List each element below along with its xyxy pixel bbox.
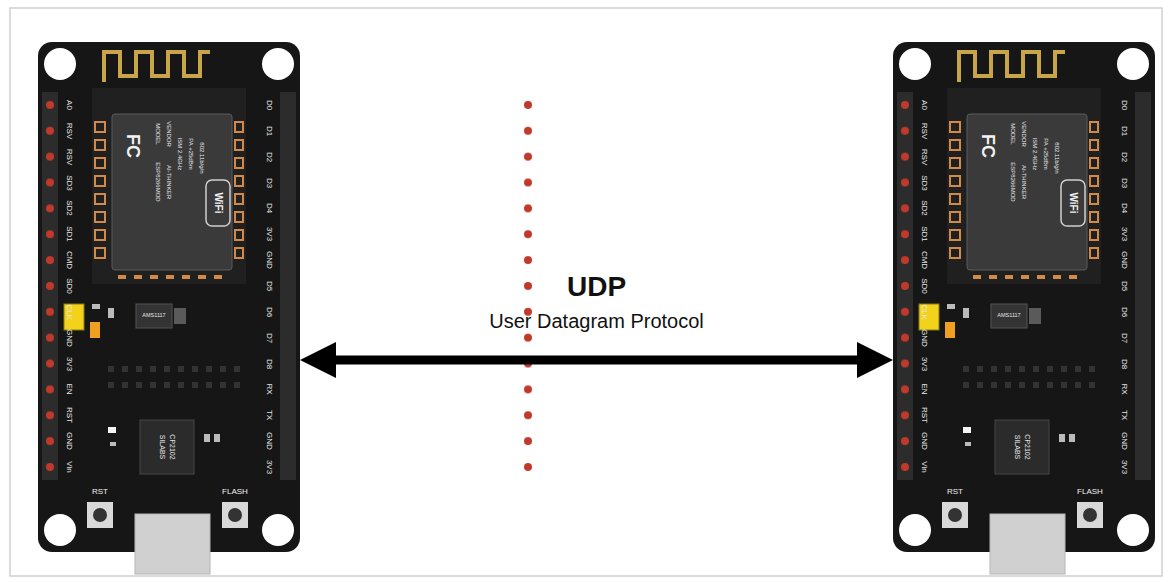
pin-label: SD0 — [65, 278, 73, 294]
pin-label: RX — [1120, 384, 1128, 395]
pin-label: GND — [265, 432, 273, 450]
pin-label: 3V3 — [265, 227, 273, 241]
pin-label: SD0 — [920, 278, 928, 294]
pin-label: SD3 — [65, 175, 73, 191]
pin-label: GND — [920, 432, 928, 450]
pin-label: RST — [65, 407, 73, 423]
pin-label: GND — [1120, 251, 1128, 269]
board-marking: AMS1117 — [142, 313, 165, 319]
board-marking: FLASH — [1077, 488, 1103, 496]
pin-label: SD2 — [65, 201, 73, 217]
pin-label: D3 — [265, 177, 273, 187]
pin-label: CMD — [920, 251, 928, 269]
nodemcu-board: A0RSVRSVSD3SD2SD1CMDSD0CLKGND3V3ENRSTGND… — [38, 42, 300, 552]
pin-label: D4 — [1120, 203, 1128, 213]
pin-label: RX — [265, 384, 273, 395]
board-marking: MODEL — [1010, 123, 1016, 144]
pin-label: GND — [65, 329, 73, 347]
board-marking: ISM 2.4GHz — [1032, 138, 1038, 171]
board-marking: SILABS — [1014, 435, 1021, 460]
board-marking: CP2102 — [169, 434, 176, 459]
pin-label: D3 — [1120, 177, 1128, 187]
pin-label: CLK — [920, 304, 928, 320]
board-marking: VENDOR — [1021, 121, 1027, 147]
pin-label: TX — [265, 410, 273, 420]
pin-label: SD1 — [65, 227, 73, 243]
board-marking: MODEL — [155, 123, 161, 144]
pin-label: GND — [920, 329, 928, 347]
pin-label: D4 — [265, 203, 273, 213]
pin-label: GND — [1120, 432, 1128, 450]
pin-label: A0 — [65, 100, 73, 110]
pin-label: RST — [920, 407, 928, 423]
board-marking: PA +25dBm — [1043, 138, 1049, 169]
board-marking: FC — [979, 134, 997, 158]
nodemcu-board: A0RSVRSVSD3SD2SD1CMDSD0CLKGND3V3ENRSTGND… — [893, 42, 1155, 552]
board-marking: WiFi — [1068, 192, 1078, 213]
pin-label: D1 — [265, 126, 273, 136]
pin-label: D8 — [265, 358, 273, 368]
pin-label: D0 — [1120, 100, 1128, 110]
pin-label: RSV — [65, 123, 73, 139]
board-marking: ISM 2.4GHz — [177, 138, 183, 171]
pin-label: 3V3 — [1120, 227, 1128, 241]
board-marking: CP2102 — [1024, 434, 1031, 459]
pin-label: 3V3 — [1120, 460, 1128, 474]
board-marking: FC — [124, 134, 142, 158]
pin-label: SD1 — [920, 227, 928, 243]
pin-label: 3V3 — [65, 356, 73, 370]
board-marking: AI-THINKER — [1021, 165, 1027, 199]
pin-label: D5 — [265, 281, 273, 291]
board-marking: ESP8266MOD — [155, 162, 161, 201]
pin-label: D8 — [1120, 358, 1128, 368]
nodemcu-board — [38, 42, 534, 574]
pin-label: GND — [65, 432, 73, 450]
pin-label: D7 — [1120, 333, 1128, 343]
pin-label: RSV — [65, 148, 73, 164]
pin-label: D6 — [1120, 307, 1128, 317]
board-marking: RST — [947, 488, 963, 496]
board-marking: AI-THINKER — [166, 165, 172, 199]
board-marking: PA +25dBm — [188, 138, 194, 169]
board-marking: 802.11b/g/n — [1054, 142, 1060, 173]
pin-label: D1 — [1120, 126, 1128, 136]
pin-label: Vin — [920, 461, 928, 472]
board-marking: AMS1117 — [997, 313, 1020, 319]
pin-label: D7 — [265, 333, 273, 343]
pin-label: D2 — [1120, 152, 1128, 162]
board-marking: 802.11b/g/n — [199, 142, 205, 173]
pin-label: D5 — [1120, 281, 1128, 291]
pin-label: GND — [265, 251, 273, 269]
board-marking: VENDOR — [166, 121, 172, 147]
board-marking: ESP8266MOD — [1010, 162, 1016, 201]
board-marking: RST — [92, 488, 108, 496]
pin-label: RSV — [920, 148, 928, 164]
nodemcu-board — [893, 42, 1172, 574]
pin-label: EN — [65, 384, 73, 395]
pin-label: EN — [920, 384, 928, 395]
pin-label: A0 — [920, 100, 928, 110]
udp-arrow — [300, 356, 893, 365]
pin-label: CLK — [65, 304, 73, 320]
pin-label: 3V3 — [265, 460, 273, 474]
board-marking: SILABS — [159, 435, 166, 460]
board-marking: FLASH — [222, 488, 248, 496]
pin-label: RSV — [920, 123, 928, 139]
protocol-name: UDP — [567, 272, 626, 303]
pin-label: D2 — [265, 152, 273, 162]
pin-label: SD3 — [920, 175, 928, 191]
protocol-full-name: User Datagram Protocol — [489, 310, 704, 332]
pin-label: CMD — [65, 251, 73, 269]
pin-label: 3V3 — [920, 356, 928, 370]
board-marking: WiFi — [213, 192, 223, 213]
pin-label: D6 — [265, 307, 273, 317]
pin-label: D0 — [265, 100, 273, 110]
pin-label: TX — [1120, 410, 1128, 420]
pin-label: SD2 — [920, 201, 928, 217]
pin-label: Vin — [65, 461, 73, 472]
